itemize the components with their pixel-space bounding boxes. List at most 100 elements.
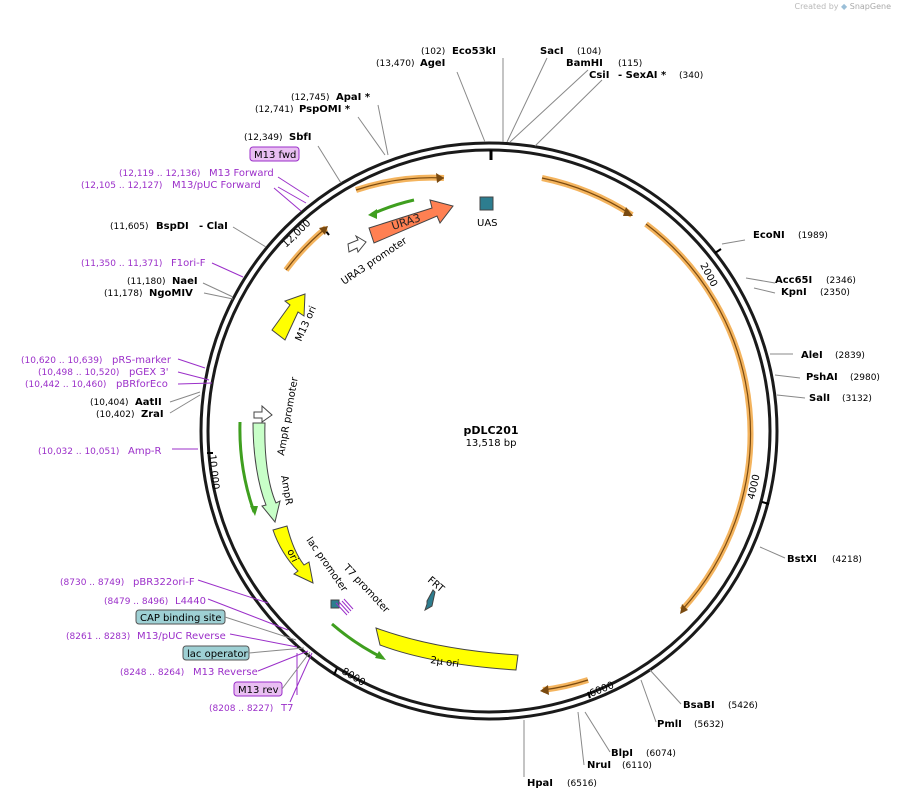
tick-label-10000: 10,000: [206, 454, 221, 490]
enzyme-eco53ki-pos: (102): [421, 47, 445, 57]
map-title: pDLC201 13,518 bp: [463, 424, 518, 449]
ampr-label: AmpR: [278, 475, 294, 506]
enzyme-zrai: ZraI: [141, 409, 164, 420]
m13-fwd-label: M13 fwd: [254, 150, 296, 161]
lac-op-label: lac operator: [187, 649, 248, 660]
orf-green-left: [238, 421, 256, 513]
primer-f1ori-f-range: (11,350 .. 11,371): [81, 259, 162, 269]
ampr-arrow: [252, 422, 281, 524]
credit-prefix: Created by: [794, 2, 839, 11]
primer-m13puc-forward-range: (12,105 .. 12,127): [81, 181, 162, 191]
m13-rev-label: M13 rev: [238, 685, 279, 696]
ampr-promoter-label: AmpR promoter: [276, 375, 301, 456]
enzyme-blpi-pos: (6074): [646, 749, 676, 759]
enzyme-clai: - ClaI: [199, 221, 228, 232]
ampr-promoter-arrow: [253, 404, 273, 423]
enzyme-bamhi-pos: (115): [618, 59, 642, 69]
enzyme-bamhi: BamHI: [566, 58, 603, 69]
enzyme-nrui: NruI: [587, 760, 611, 771]
orf-arcs: [238, 173, 754, 695]
uas-label: UAS: [477, 218, 498, 229]
enzyme-alei-pos: (2839): [835, 351, 865, 361]
enzyme-hpai-pos: (6516): [567, 779, 597, 789]
primer-prs-marker-range: (10,620 .. 10,639): [21, 356, 102, 366]
tick-10000: 10,000: [206, 452, 221, 490]
enzyme-bsabi-pos: (5426): [728, 701, 758, 711]
enzyme-naei-pos: (11,180): [127, 277, 166, 287]
enzyme-sbfi-pos: (12,349): [244, 133, 283, 143]
primer-m13puc-reverse-range: (8261 .. 8283): [66, 632, 130, 642]
two-micron-label: 2μ ori: [430, 655, 460, 670]
enzyme-sexai: - SexAI *: [618, 70, 667, 81]
ura3-arrow: [368, 199, 454, 244]
enzyme-ngomiv: NgoMIV: [149, 288, 193, 299]
enzyme-sali: SalI: [809, 393, 830, 404]
primer-pgex3: pGEX 3': [129, 367, 169, 378]
enzyme-csii-pos: (340): [679, 71, 703, 81]
enzyme-csii: CsiI: [589, 70, 609, 81]
enzyme-zrai-pos: (10,402): [96, 410, 135, 420]
primer-pbrforeco-range: (10,442 .. 10,460): [25, 380, 106, 390]
enzyme-acc65i: Acc65I: [775, 275, 812, 286]
enzyme-ngomiv-pos: (11,178): [104, 289, 143, 299]
enzyme-aatii-pos: (10,404): [90, 398, 129, 408]
m13-ori-arrow: [271, 293, 306, 341]
primer-t7-range: (8208 .. 8227): [209, 704, 273, 714]
ori-label: ori: [284, 547, 300, 564]
primer-m13-forward: M13 Forward: [209, 168, 274, 179]
primer-labels: (12,119 .. 12,136) M13 Forward (12,105 .…: [21, 168, 293, 714]
enzyme-acc65i-pos: (2346): [826, 276, 856, 286]
enzyme-aatii: AatII: [135, 397, 162, 408]
primer-pgex3-range: (10,498 .. 10,520): [38, 368, 119, 378]
primer-l4440: L4440: [175, 596, 206, 607]
enzyme-blpi: BlpI: [611, 748, 633, 759]
uas-box: [479, 196, 494, 211]
enzyme-agei: AgeI: [420, 58, 445, 69]
enzyme-hpai: HpaI: [527, 778, 553, 789]
primer-m13-forward-range: (12,119 .. 12,136): [119, 169, 200, 179]
enzyme-sali-pos: (3132): [842, 394, 872, 404]
enzyme-sbfi: SbfI: [289, 132, 311, 143]
enzyme-pmli: PmlI: [657, 719, 682, 730]
primer-pbr322ori-range: (8730 .. 8749): [60, 578, 124, 588]
primer-t7: T7: [280, 703, 293, 714]
boxed-labels: M13 fwd CAP binding site lac operator M1…: [135, 146, 311, 697]
primer-m13-reverse: M13 Reverse: [193, 667, 258, 678]
plasmid-length: 13,518 bp: [466, 438, 517, 449]
enzyme-alei: AleI: [801, 350, 823, 361]
lac-promoter-label: lac promoter: [304, 535, 350, 594]
primer-m13-reverse-range: (8248 .. 8264): [120, 668, 184, 678]
primer-m13puc-reverse: M13/pUC Reverse: [137, 631, 226, 642]
enzyme-econi: EcoNI: [753, 230, 785, 241]
enzyme-nrui-pos: (6110): [622, 761, 652, 771]
orf-arc-right: [541, 175, 634, 218]
enzyme-eco53ki: Eco53kI: [452, 46, 496, 57]
enzyme-pspomi: PspOMI *: [299, 104, 351, 115]
enzyme-kpni-pos: (2350): [820, 288, 850, 298]
enzyme-apai-pos: (12,745): [291, 93, 330, 103]
enzyme-kpni: KpnI: [781, 287, 807, 298]
primer-leaders: [172, 176, 313, 703]
enzyme-saci-pos: (104): [577, 47, 601, 57]
enzyme-agei-pos: (13,470): [376, 59, 415, 69]
enzyme-saci: SacI: [540, 46, 564, 57]
snapgene-logo-icon: ◆: [841, 2, 848, 11]
orf-green-bottom: [331, 622, 384, 660]
primer-f1ori-f: F1ori-F: [171, 258, 206, 269]
enzyme-pmli-pos: (5632): [694, 720, 724, 730]
ori-arrow: [272, 525, 314, 584]
frt-label: FRT: [425, 575, 447, 596]
enzyme-labels: (102) Eco53kI (13,470) AgeI SacI (104) B…: [90, 46, 880, 789]
enzyme-naei: NaeI: [172, 276, 198, 287]
two-micron-arrow: [375, 627, 519, 671]
primer-pbr322ori: pBR322ori-F: [133, 577, 195, 588]
promoter-stripes: [335, 598, 354, 616]
enzyme-bspdi: BspDI: [156, 221, 189, 232]
primer-prs-marker: pRS-marker: [112, 355, 172, 366]
primer-ampr-range: (10,032 .. 10,051): [38, 447, 119, 457]
primer-ampr: Amp-R: [128, 446, 162, 457]
tick-marks: 2000 4000 6000 8000 10,000 12,000: [206, 218, 770, 700]
plasmid-name: pDLC201: [463, 424, 518, 437]
enzyme-bsabi: BsaBI: [683, 700, 715, 711]
